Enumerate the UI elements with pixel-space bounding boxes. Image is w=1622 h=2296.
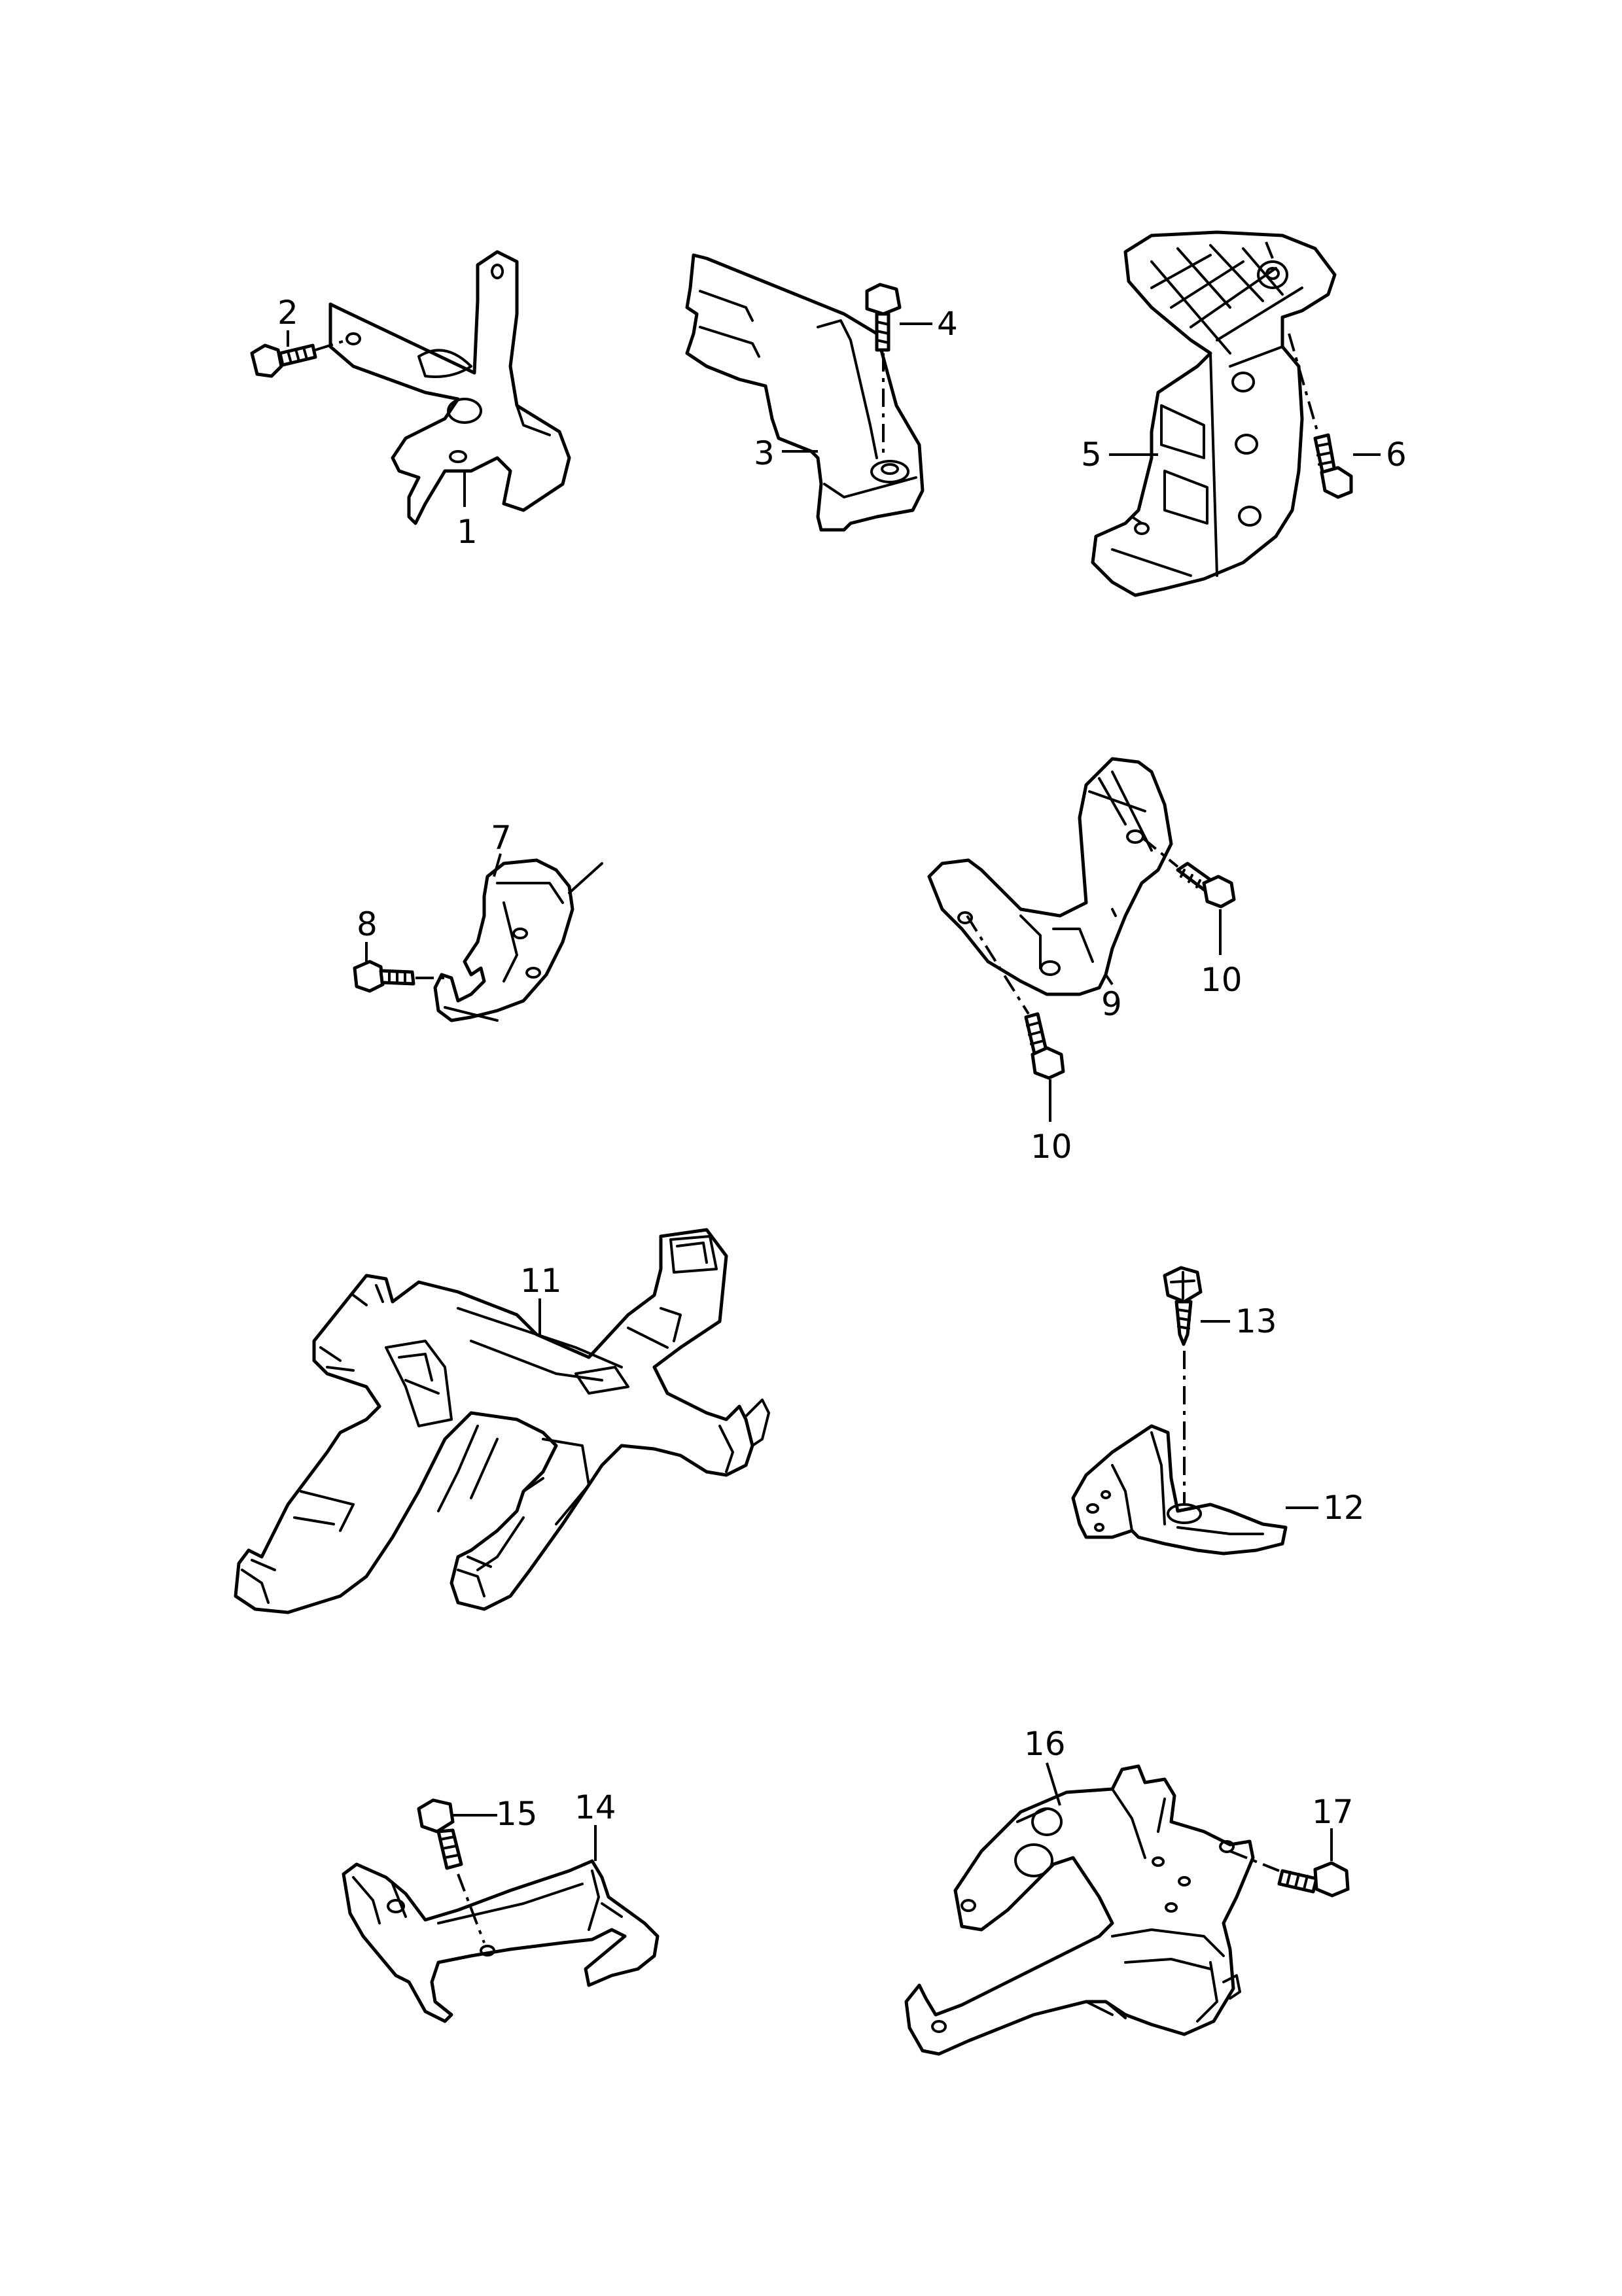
- callout-12: 12: [1323, 1489, 1365, 1527]
- axis-17: [1229, 1850, 1280, 1872]
- part-5-carrier: [1091, 230, 1337, 597]
- part-10-bolt-lower: [1024, 1012, 1065, 1080]
- part-15-screw: [417, 1798, 463, 1870]
- part-6-screw: [1313, 433, 1353, 499]
- part-7-bracket: [433, 858, 603, 1022]
- leader-5b: [1265, 241, 1274, 259]
- leader-9: [1104, 973, 1114, 986]
- part-12-bracket: [1071, 1424, 1288, 1556]
- callout-3: 3: [754, 434, 775, 472]
- axis-15: [457, 1873, 485, 1943]
- axis-10-lower: [966, 914, 1030, 1015]
- callout-10-upper: 10: [1201, 961, 1243, 999]
- part-4-screw: [865, 283, 902, 352]
- callout-11: 11: [520, 1262, 562, 1300]
- callout-4: 4: [937, 305, 958, 343]
- part-3-bracket: [685, 253, 925, 532]
- callout-1: 1: [457, 513, 478, 551]
- part-11-carrier: [234, 1228, 770, 1614]
- axis-6: [1288, 333, 1320, 436]
- part-13-screw: [1163, 1266, 1203, 1346]
- leader-16: [1046, 1762, 1061, 1806]
- part-17-bolt: [1277, 1861, 1350, 1898]
- part-10-bolt-upper: [1176, 861, 1236, 909]
- callout-17: 17: [1312, 1793, 1354, 1831]
- callout-5: 5: [1081, 436, 1102, 474]
- part-9-bracket: [927, 757, 1173, 996]
- part-2-bolt: [250, 343, 317, 378]
- callout-2: 2: [277, 294, 298, 332]
- callout-9: 9: [1101, 985, 1122, 1023]
- callout-14: 14: [574, 1788, 616, 1826]
- leader-7: [493, 853, 502, 877]
- callout-15: 15: [496, 1795, 538, 1833]
- callout-16: 16: [1024, 1725, 1066, 1763]
- axis-2: [315, 339, 347, 351]
- callout-10-lower: 10: [1031, 1128, 1072, 1166]
- callout-8: 8: [357, 905, 378, 943]
- part-14-bracket: [342, 1859, 660, 2023]
- part-16-bracket: [904, 1764, 1255, 2056]
- callout-7: 7: [491, 819, 512, 857]
- part-1-bracket: [328, 250, 571, 525]
- callout-6: 6: [1386, 436, 1407, 474]
- part-8-bolt: [353, 960, 415, 993]
- axis-10-upper: [1140, 836, 1179, 868]
- callout-13: 13: [1235, 1302, 1277, 1340]
